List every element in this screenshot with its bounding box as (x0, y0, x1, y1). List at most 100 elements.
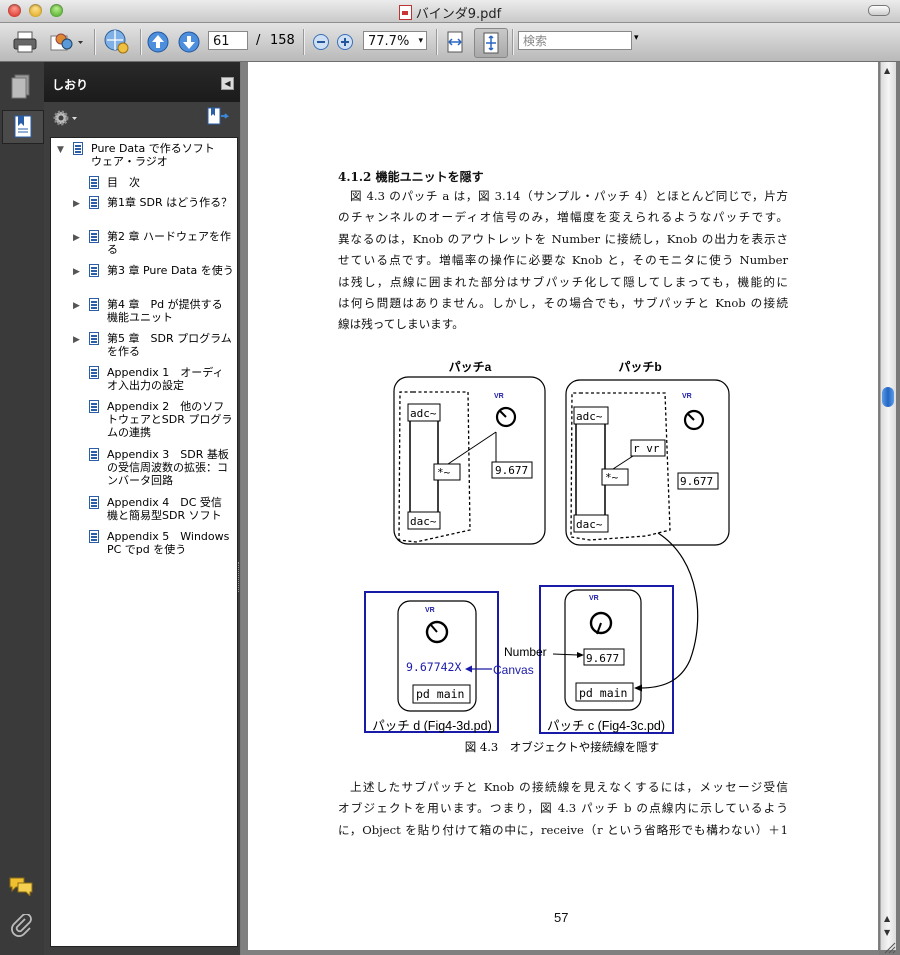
patch-d-highlight (364, 591, 499, 733)
receive-object-label: r vr (633, 442, 660, 455)
bookmark-label: トウェアとSDR プログラ (107, 413, 233, 426)
fit-width-button[interactable] (442, 28, 468, 56)
expand-triangle-icon[interactable]: ▶ (73, 335, 80, 345)
search-options-chevron-icon[interactable]: ▾ (634, 33, 639, 43)
dac-object-label: dac~ (410, 515, 437, 528)
options-menu-button[interactable] (52, 108, 80, 132)
knob-b (683, 409, 705, 431)
expand-triangle-icon[interactable]: ▶ (73, 267, 80, 277)
zoom-in-button[interactable] (334, 28, 356, 56)
pages-tab[interactable] (6, 70, 36, 102)
scroll-down-arrow-icon[interactable]: ▼ (884, 928, 891, 937)
zoom-level-select[interactable]: 77.7%▾ (363, 31, 427, 50)
multiply-object-b-label: *~ (605, 471, 619, 484)
title-bar: バインダ9.pdf (0, 0, 900, 23)
vr-label-c: VR (589, 595, 599, 602)
bookmark-label: を作る (107, 345, 140, 358)
pd-main-object-c (575, 682, 634, 702)
scrollbar-thumb[interactable] (882, 387, 894, 407)
vr-label-b: VR (682, 393, 692, 400)
zoom-window-button[interactable] (50, 4, 63, 17)
comments-tab[interactable] (6, 870, 36, 902)
print-button[interactable] (10, 28, 40, 56)
number-box-a (491, 461, 533, 479)
bookmark-label: ムの連携 (107, 426, 151, 439)
section-heading: 4.1.2 機能ユニットを隠す (338, 170, 484, 184)
dac-object-b (573, 514, 609, 533)
bookmark-icon (89, 400, 99, 413)
paragraph-line: せている点です。増幅率の操作に必要な Knob と，そのモニタに使う Numbe… (338, 253, 788, 268)
close-window-button[interactable] (8, 4, 21, 17)
fit-page-button[interactable] (474, 28, 508, 58)
bookmark-label: る (107, 243, 118, 256)
adc-object-b (573, 406, 609, 425)
knob-a (495, 406, 517, 428)
pd-main-label-c: pd main (579, 686, 627, 700)
expand-triangle-icon[interactable]: ▶ (73, 199, 80, 209)
dac-object (407, 511, 441, 530)
canvas-value: 9.67742X (406, 660, 461, 674)
collapse-panel-button[interactable]: ◀ (221, 77, 234, 90)
expand-triangle-icon[interactable]: ▶ (73, 301, 80, 311)
share-icon (50, 33, 83, 51)
expand-triangle-icon[interactable]: ▶ (73, 233, 80, 243)
paragraph-line: に，Object を貼り付けて箱の中に，receive（r という省略形でも構わ… (338, 822, 788, 837)
bookmark-icon (89, 530, 99, 543)
zoom-out-button[interactable] (310, 28, 332, 56)
knob-c (589, 611, 613, 635)
bookmark-icon (14, 115, 32, 138)
scroll-up-arrow-icon[interactable]: ▲ (884, 914, 891, 923)
attachments-tab[interactable] (6, 910, 36, 942)
search-input[interactable]: 検索 (518, 31, 632, 50)
organizer-button[interactable] (100, 28, 134, 56)
patch-d-caption: パッチ d (Fig4-3d.pd) (372, 719, 491, 733)
zoom-out-icon (313, 34, 329, 50)
expand-triangle-icon[interactable]: ▼ (57, 145, 64, 155)
bookmark-label: Appendix 5 Windows (107, 530, 230, 543)
share-button[interactable] (46, 28, 86, 56)
window-title: バインダ9.pdf (0, 3, 900, 22)
connector-curve (639, 532, 699, 689)
bookmark-icon (89, 230, 99, 243)
new-bookmark-button[interactable] (206, 106, 230, 132)
paragraph-2: 上述したサブパッチと Knob の接続線を見えなくするには，メッセージ受信 オブ… (338, 777, 788, 841)
page-number-input[interactable]: 61 (208, 31, 248, 50)
bookmark-label: の受信周波数の拡張：コ (107, 461, 228, 474)
zoom-in-icon (337, 34, 353, 50)
number-box-a-value: 9.677 (495, 464, 528, 477)
bookmark-label: Appendix 1 オーディ (107, 366, 224, 379)
pdf-page (248, 62, 878, 950)
paragraph-line: のチャンネルのオーディオ信号のみ，増幅度を変えられるようなパッチです。 (338, 210, 788, 225)
page-total: 158 (270, 33, 295, 48)
bookmarks-tab[interactable] (2, 110, 44, 144)
toolbar: 61 / 158 77.7%▾ 検索 ▾ (0, 23, 900, 62)
bookmark-label: Appendix 3 SDR 基板 (107, 448, 229, 461)
vertical-scrollbar[interactable]: ▲ ▲ ▼ (880, 62, 896, 950)
bookmark-label: 第4 章 Pd が提供する (107, 298, 223, 311)
minimize-window-button[interactable] (29, 4, 42, 17)
gear-icon (53, 110, 77, 126)
toolbar-toggle-button[interactable] (868, 5, 890, 16)
next-page-button[interactable] (177, 28, 201, 56)
patch-d-window (397, 600, 477, 712)
bookmark-icon (89, 448, 99, 461)
window-title-text: バインダ9.pdf (415, 7, 502, 22)
paperclip-icon (11, 914, 32, 937)
paragraph-line: は何ら問題はありません。しかし，その場合でも，サブパッチと Knob の接続 (338, 295, 788, 310)
number-box-b-value: 9.677 (680, 475, 713, 488)
paragraph-line: 異なるのは，Knob のアウトレットを Number に接続し，Knob の出力… (338, 231, 788, 246)
window-resize-grip-icon[interactable] (882, 940, 896, 954)
bookmark-icon (89, 496, 99, 509)
bookmark-label: 機と簡易型SDR ソフト (107, 509, 222, 522)
zoom-level-value: 77.7% (368, 34, 410, 49)
adc-object-b-label: adc~ (576, 410, 603, 423)
previous-page-button[interactable] (146, 28, 170, 56)
bookmark-label: Appendix 2 他のソフ (107, 400, 225, 413)
bookmark-icon (89, 366, 99, 379)
page-separator: / (256, 33, 261, 48)
scroll-up-arrow-icon[interactable]: ▲ (884, 66, 891, 75)
patch-b-dotted-region (570, 392, 671, 541)
bookmark-label: 機能ユニット (107, 311, 173, 324)
adc-object (407, 403, 441, 422)
bookmarks-title: しおり (52, 78, 89, 92)
